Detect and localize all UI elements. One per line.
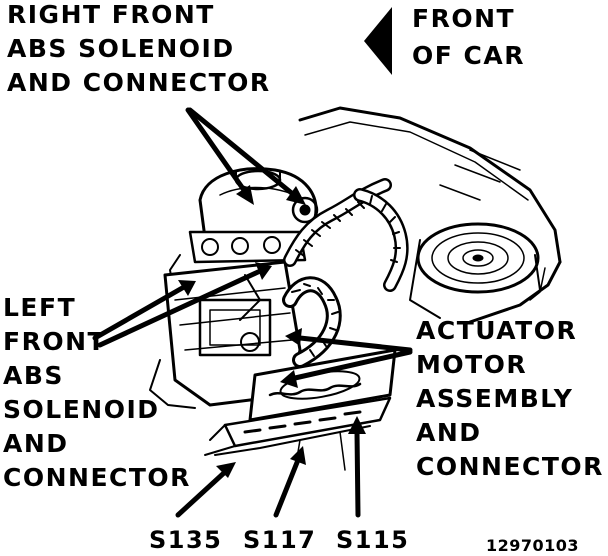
left-front-solenoid-label-line3: ABS xyxy=(3,361,64,390)
splice-s115-label: S115 xyxy=(336,526,410,554)
splice-s135-label: S135 xyxy=(149,526,223,554)
actuator-label-line2: MOTOR xyxy=(416,350,528,379)
left-front-solenoid-label-line1: LEFT xyxy=(3,293,77,322)
left-front-solenoid-label-line4: SOLENOID xyxy=(3,395,160,424)
right-front-solenoid-label-line3: AND CONNECTOR xyxy=(7,68,271,97)
left-front-solenoid-label-line2: FRONT xyxy=(3,327,107,356)
actuator-label-line5: CONNECTOR xyxy=(416,452,604,481)
right-front-solenoid-label-line1: RIGHT FRONT xyxy=(7,0,215,29)
splice-s117-label: S117 xyxy=(243,526,317,554)
actuator-label-line1: ACTUATOR xyxy=(416,316,578,345)
actuator-label-line3: ASSEMBLY xyxy=(416,384,574,413)
left-front-solenoid-label-line6: CONNECTOR xyxy=(3,463,191,492)
actuator-label-line4: AND xyxy=(416,418,482,447)
figure-id: 12970103 xyxy=(486,536,580,555)
right-front-solenoid-label-line2: ABS SOLENOID xyxy=(7,34,235,63)
left-front-solenoid-label-line5: AND xyxy=(3,429,69,458)
front-direction-arrow-icon xyxy=(364,7,392,75)
front-of-car-label-line1: FRONT xyxy=(412,4,516,33)
front-of-car-label-line2: OF CAR xyxy=(412,41,525,70)
